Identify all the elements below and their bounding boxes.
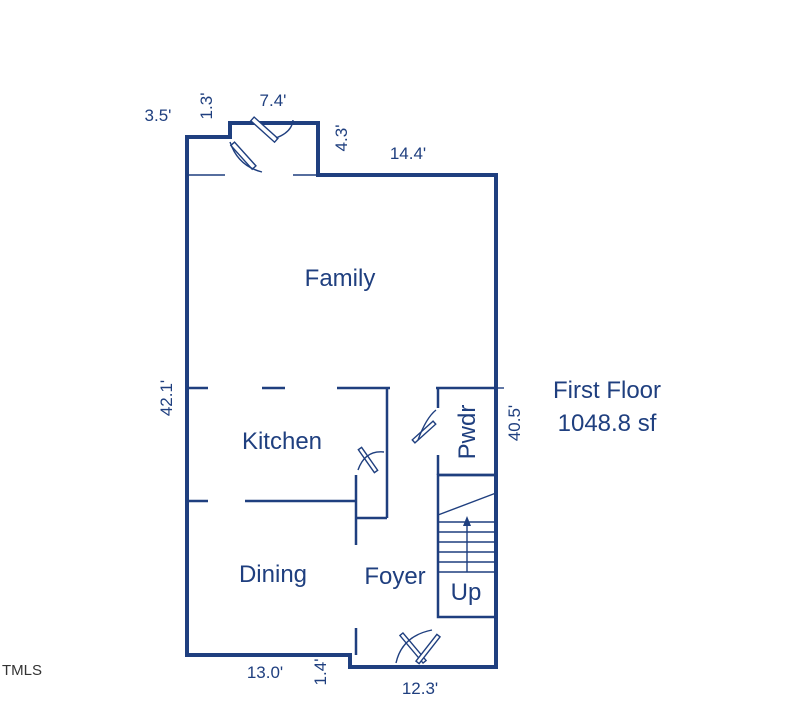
dim-bay-width: 7.4' [260,91,287,110]
floor-name: First Floor [553,377,661,404]
powder-door [411,409,437,444]
dim-left-length: 42.1' [157,380,176,416]
staircase [436,473,498,619]
room-label-kitchen: Kitchen [242,428,322,455]
dim-bottom-right-width: 12.3' [402,679,438,698]
dim-bottom-notch-depth: 1.4' [311,659,330,686]
stairs-up-label: Up [451,579,482,606]
dim-top-right-width: 14.4' [390,144,426,163]
front-door [395,629,442,665]
dim-right-length: 40.5' [505,405,524,441]
exterior-wall [185,121,498,669]
rear-door-left [229,141,263,173]
dim-top-left-depth: 1.3' [197,93,216,120]
dim-top-left-width: 3.5' [145,106,172,125]
room-label-powder: Pwdr [454,405,481,460]
brand-logo-text: TMLS [2,662,42,679]
room-label-dining: Dining [239,561,307,588]
room-label-family: Family [305,265,376,292]
stair-arrow-icon [463,516,471,526]
dim-bay-depth: 4.3' [332,125,351,152]
pantry-door [357,446,385,474]
dim-bottom-left-width: 13.0' [247,663,283,682]
floor-area: 1048.8 sf [558,410,657,437]
room-label-foyer: Foyer [364,563,425,590]
rear-door-right [249,116,294,144]
